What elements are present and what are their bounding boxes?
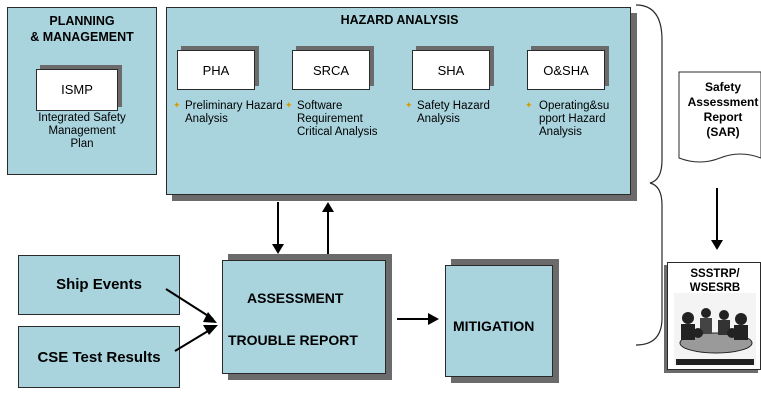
hazard-analysis-panel: HAZARD ANALYSIS PHA SRCA SHA O&SHA ✦ Pre… <box>166 7 631 195</box>
ismp-description: Integrated Safety Management Plan <box>38 112 126 150</box>
srca-description: Software Requirement Critical Analysis <box>297 100 378 138</box>
assessment-box: ASSESSMENT TROUBLE REPORT <box>222 260 386 374</box>
bracket-curve <box>635 4 663 346</box>
arrowhead <box>272 244 284 254</box>
sha-box: SHA <box>412 50 490 90</box>
meeting-picture <box>674 293 756 365</box>
osha-description: Operating&su pport Hazard Analysis <box>539 100 610 138</box>
srca-label: SRCA <box>312 63 350 78</box>
arrow-cse-test <box>174 327 214 352</box>
bullet-icon: ✦ <box>285 100 293 110</box>
cse-test-results-label: CSE Test Results <box>37 349 161 366</box>
pha-label: PHA <box>202 63 230 78</box>
mitigation-box: MITIGATION <box>445 265 553 377</box>
arrow-ship-events <box>165 288 214 320</box>
ismp-box: ISMP <box>36 69 118 111</box>
srca-box: SRCA <box>292 50 370 90</box>
planning-title: PLANNING & MANAGEMENT <box>30 14 134 44</box>
osha-label: O&SHA <box>543 63 589 78</box>
sar-label: Safety Assessment Report (SAR) <box>687 80 759 139</box>
pha-description: Preliminary Hazard Analysis <box>185 100 283 125</box>
arrowhead <box>322 202 334 212</box>
mitigation-label: MITIGATION <box>453 318 535 334</box>
arrowhead <box>203 325 218 335</box>
pha-box: PHA <box>177 50 255 90</box>
bullet-icon: ✦ <box>405 100 413 110</box>
sha-label: SHA <box>437 63 465 78</box>
planning-management-panel: PLANNING & MANAGEMENT ISMP Integrated Sa… <box>7 7 157 175</box>
sha-description: Safety Hazard Analysis <box>417 100 490 125</box>
ship-events-box: Ship Events <box>18 255 180 315</box>
arrowhead <box>428 313 439 325</box>
osha-box: O&SHA <box>527 50 605 90</box>
sar-document-shape <box>678 71 761 163</box>
trouble-report-label: TROUBLE REPORT <box>228 332 358 348</box>
board-picture-frame: SSSTRP/ WSESRB <box>667 262 761 370</box>
ismp-label: ISMP <box>61 82 93 97</box>
ship-events-label: Ship Events <box>56 276 142 293</box>
assessment-label: ASSESSMENT <box>247 290 344 306</box>
cse-test-results-box: CSE Test Results <box>18 326 180 388</box>
bullet-icon: ✦ <box>525 100 533 110</box>
hazard-title: HAZARD ANALYSIS <box>340 13 459 27</box>
board-label: SSSTRP/ WSESRB <box>689 268 741 294</box>
arrowhead <box>203 312 217 323</box>
arrowhead <box>711 240 723 250</box>
bullet-icon: ✦ <box>173 100 181 110</box>
